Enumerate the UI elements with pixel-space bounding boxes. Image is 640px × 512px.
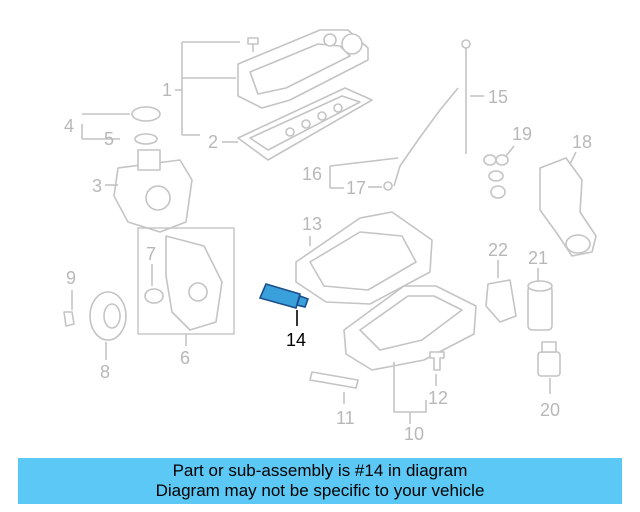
callout-21: 21 — [528, 248, 548, 268]
bracket-part — [485, 279, 517, 323]
label-14: 14 — [286, 330, 306, 350]
callout-3: 3 — [92, 176, 102, 196]
label-10: 10 — [393, 362, 427, 444]
callout-1: 1 — [162, 80, 172, 100]
oil-filter-housing-part — [539, 157, 597, 257]
label-15: 15 — [470, 87, 508, 107]
callout-2: 2 — [208, 132, 218, 152]
label-11: 11 — [336, 392, 355, 428]
seal-part — [483, 154, 509, 199]
callout-11: 11 — [336, 408, 355, 428]
oil-filter-part — [527, 280, 553, 331]
callout-18: 18 — [572, 132, 592, 152]
parts-diagram: 1 2 3 4 5 6 7 — [63, 29, 597, 444]
callout-15: 15 — [488, 87, 508, 107]
label-6-7: 6 7 — [146, 244, 190, 368]
drain-plug-part — [429, 351, 445, 371]
callout-16: 16 — [302, 164, 322, 184]
callout-19: 19 — [512, 124, 532, 144]
guide-tube-part — [383, 87, 459, 191]
banner-line-2: Diagram may not be specific to your vehi… — [155, 481, 485, 500]
info-banner: Part or sub-assembly is #14 in diagram D… — [18, 458, 622, 504]
label-22: 22 — [488, 240, 508, 278]
label-13: 13 — [302, 214, 322, 246]
callout-7: 7 — [146, 244, 156, 264]
label-12: 12 — [428, 374, 448, 408]
timing-cover-part — [137, 227, 235, 335]
lower-oil-pan-part — [343, 285, 477, 371]
label-8-9: 8 9 — [66, 268, 110, 382]
valve-cover-gasket-part — [237, 87, 373, 161]
filter-element-part — [537, 341, 561, 377]
callout-5: 5 — [104, 129, 114, 149]
label-21: 21 — [528, 248, 548, 282]
callout-6: 6 — [180, 348, 190, 368]
callout-20: 20 — [540, 400, 560, 420]
callout-4: 4 — [64, 116, 74, 136]
banner-line-1: Part or sub-assembly is #14 in diagram — [172, 461, 468, 480]
sealant-tube-part — [258, 283, 310, 326]
label-2: 2 — [208, 132, 238, 152]
label-16-17: 16 17 — [302, 157, 399, 198]
valve-cover-part — [237, 29, 369, 109]
strip-part — [309, 371, 359, 389]
dipstick-part — [461, 39, 471, 154]
label-1: 1 — [162, 41, 240, 136]
housing-part — [113, 149, 193, 233]
label-20: 20 — [540, 378, 560, 420]
callout-12: 12 — [428, 388, 448, 408]
cap-part — [131, 106, 161, 145]
callout-22: 22 — [488, 240, 508, 260]
label-18: 18 — [569, 132, 592, 165]
pulley-part — [63, 291, 127, 341]
upper-oil-pan-part — [295, 211, 433, 305]
label-3: 3 — [92, 176, 118, 196]
label-4-5: 4 5 — [64, 113, 130, 149]
callout-14: 14 — [286, 330, 306, 350]
callout-9: 9 — [66, 268, 76, 288]
label-19: 19 — [505, 124, 532, 157]
callout-8: 8 — [100, 362, 110, 382]
callout-13: 13 — [302, 214, 322, 234]
callout-10: 10 — [404, 424, 424, 444]
callout-17: 17 — [346, 178, 366, 198]
